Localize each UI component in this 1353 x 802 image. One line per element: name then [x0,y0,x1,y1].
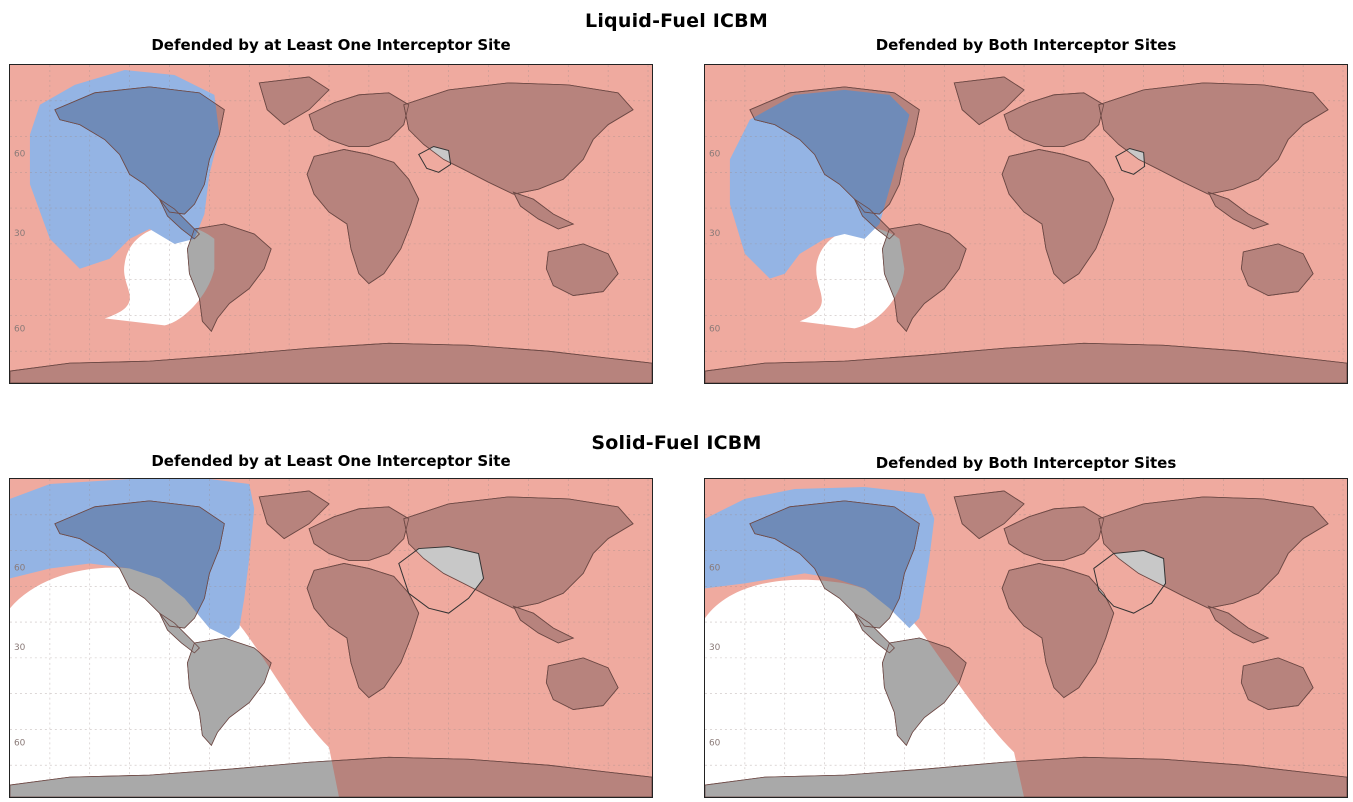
grid-label: 60 [709,149,721,159]
grid-label: 60 [709,563,721,573]
world-map: 30 60 60 [10,65,652,383]
world-map: 30 60 60 [705,65,1347,383]
section-title-solid-fuel: Solid-Fuel ICBM [591,432,762,454]
grid-label: 30 [709,229,721,239]
grid-label: 60 [709,324,721,334]
panel-title-liquid-one: Defended by at Least One Interceptor Sit… [151,36,511,54]
grid-label: 30 [14,643,26,653]
grid-label: 60 [14,149,26,159]
grid-label: 60 [14,738,26,748]
out-of-range-area [104,225,215,326]
out-of-range-area [799,227,905,329]
grid-label: 30 [709,643,721,653]
grid-label: 30 [14,229,26,239]
grid-label: 60 [14,324,26,334]
out-of-range-area [10,567,339,797]
map-solid-one: 30 60 60 [9,478,653,798]
panel-title-liquid-both: Defended by Both Interceptor Sites [875,36,1177,54]
grid-label: 60 [14,563,26,573]
world-map: 30 60 60 [10,479,652,797]
map-liquid-both: 30 60 60 [704,64,1348,384]
map-solid-both: 30 60 60 [704,478,1348,798]
grid-label: 60 [709,738,721,748]
panel-title-solid-one: Defended by at Least One Interceptor Sit… [151,452,511,470]
map-liquid-one: 30 60 60 [9,64,653,384]
world-map: 30 60 60 [705,479,1347,797]
section-title-liquid-fuel: Liquid-Fuel ICBM [585,10,768,32]
panel-title-solid-both: Defended by Both Interceptor Sites [875,454,1177,472]
